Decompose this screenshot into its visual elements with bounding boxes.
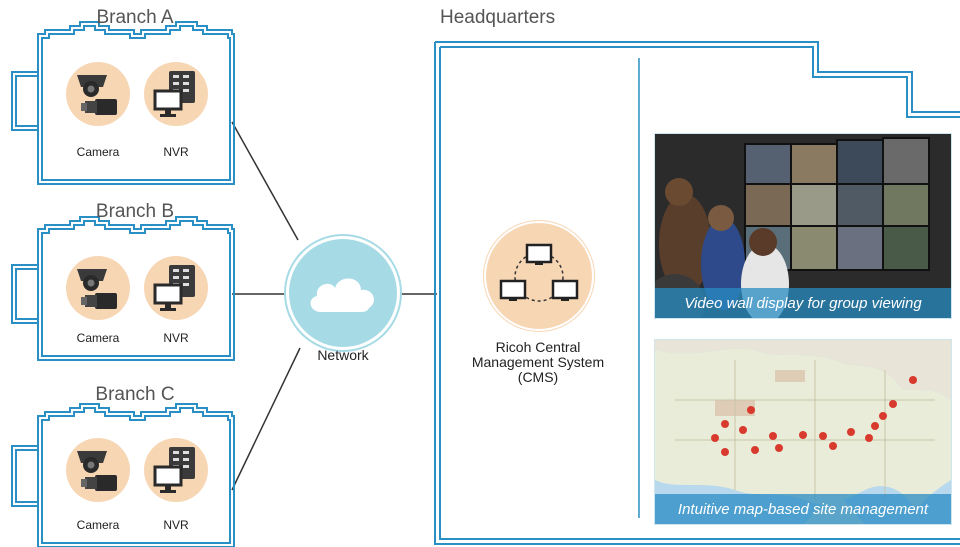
network-computers-icon [499, 243, 579, 302]
nvr-label: NVR [163, 518, 189, 532]
nvr-icon [144, 438, 208, 502]
branch-a-frame [11, 21, 235, 185]
branch-a-title: Branch A [96, 7, 174, 28]
link-branch-a [231, 121, 299, 241]
video-wall-caption: Video wall display for group viewing [655, 288, 951, 318]
link-branch-c [231, 347, 301, 491]
map-caption: Intuitive map-based site management [655, 494, 951, 524]
cms-label-line2: Management System [471, 354, 605, 370]
network-node [286, 236, 400, 350]
map-photo: Intuitive map-based site management [654, 339, 952, 525]
branch-c-title: Branch C [95, 384, 175, 405]
branch-b-frame [11, 216, 235, 361]
nvr-icon [144, 256, 208, 320]
video-wall-photo: Video wall display for group viewing [654, 133, 952, 319]
network-label: Network [317, 347, 369, 363]
hq-title: Headquarters [440, 7, 556, 28]
branch-c-frame [11, 403, 235, 547]
cms-node [484, 221, 594, 331]
camera-label: Camera [76, 331, 120, 345]
nvr-label: NVR [163, 145, 189, 159]
nvr-label: NVR [163, 331, 189, 345]
cms-label-line1: Ricoh Central [495, 339, 581, 355]
branch-b-title: Branch B [95, 201, 175, 222]
camera-icon [66, 438, 130, 502]
camera-label: Camera [76, 518, 120, 532]
camera-icon [66, 62, 130, 126]
cloud-icon [310, 278, 375, 312]
cms-label-line3: (CMS) [517, 369, 559, 385]
camera-icon [66, 256, 130, 320]
cms-label: Ricoh Central Management System (CMS) [450, 340, 626, 385]
branch-frames [11, 21, 235, 547]
nvr-icon [144, 62, 208, 126]
camera-label: Camera [76, 145, 120, 159]
